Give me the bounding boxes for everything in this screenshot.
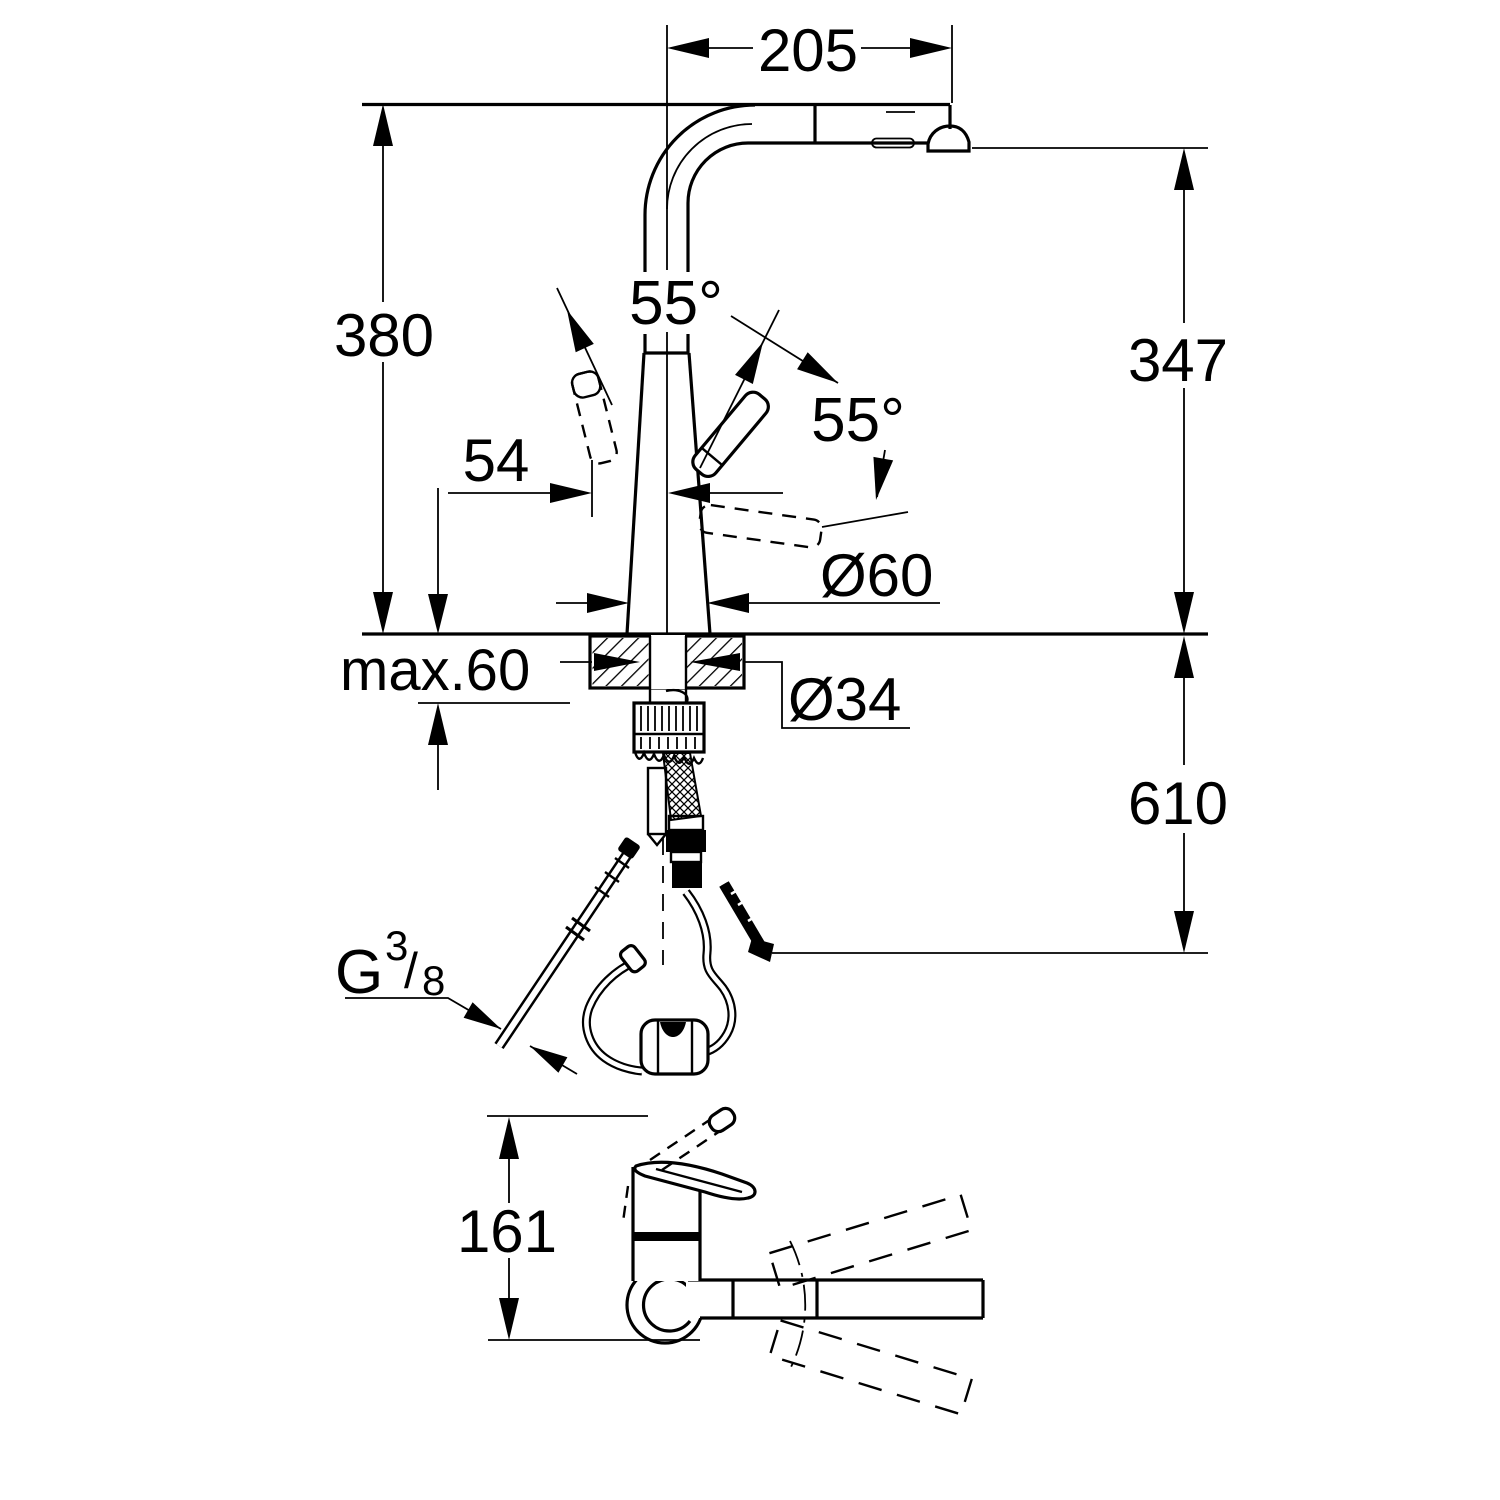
dim-height-overall-label: 380 (334, 302, 434, 369)
plan-swivel-arc (789, 1240, 807, 1370)
spout-arm (362, 102, 971, 153)
dim-spout-reach: 205 (667, 17, 953, 103)
plan-lever (633, 1160, 757, 1201)
flex-hose-right (719, 881, 774, 962)
dim-height-overall: 380 (334, 104, 434, 634)
hose-guide-tube (646, 766, 668, 836)
handle-dashed-open (698, 503, 823, 549)
spray-nozzle (926, 124, 971, 153)
dim-plan-depth: 161 (457, 1115, 700, 1341)
spray-button (871, 137, 915, 149)
flex-hose-left (494, 837, 640, 1050)
angle-indicators (556, 287, 909, 528)
dim-height-outlet-label: 347 (1128, 327, 1228, 394)
dim-handle-offset-label: 54 (463, 427, 530, 494)
plan-spout (688, 1278, 985, 1320)
dim-height-outlet: 347 (972, 147, 1228, 634)
plan-lever-dashed (649, 1106, 737, 1171)
plan-spout-swivel-up (767, 1193, 973, 1291)
dimensions-front: 205 380 347 610 (334, 17, 1228, 1075)
dim-angle-left-label: 55° (629, 269, 723, 338)
dim-base-diameter: Ø60 (556, 542, 940, 613)
hose-end-fitting (618, 944, 647, 974)
countertop (362, 632, 1208, 690)
dim-plan-depth-label: 161 (457, 1198, 557, 1265)
dim-base-diameter-label: Ø60 (820, 542, 933, 609)
riser-pipe (643, 25, 756, 634)
dim-max-counter-thickness-label: max.60 (340, 638, 530, 703)
dim-angle-right-label: 55° (811, 386, 905, 455)
hose-connector (666, 814, 706, 888)
handle-dashed-left (570, 370, 618, 465)
dim-thread-size-label: G 3 / 8 (335, 922, 445, 1007)
dim-hole-diameter-label: Ø34 (788, 666, 901, 733)
front-view (362, 25, 1208, 1076)
dim-spout-reach-label: 205 (758, 17, 858, 84)
under-counter-assembly (494, 688, 774, 1076)
dim-max-counter-thickness: max.60 (340, 488, 570, 790)
dim-handle-offset: 54 (448, 427, 783, 517)
dim-under-counter-length-label: 610 (1128, 770, 1228, 837)
plan-view: 161 (457, 1106, 985, 1416)
dim-thread-size: G 3 / 8 (335, 922, 578, 1075)
dim-hole-diameter: Ø34 (744, 661, 910, 733)
plan-spout-swivel-down (768, 1318, 974, 1416)
hose-weight (639, 1018, 710, 1076)
dim-under-counter-length: 610 (772, 636, 1228, 954)
